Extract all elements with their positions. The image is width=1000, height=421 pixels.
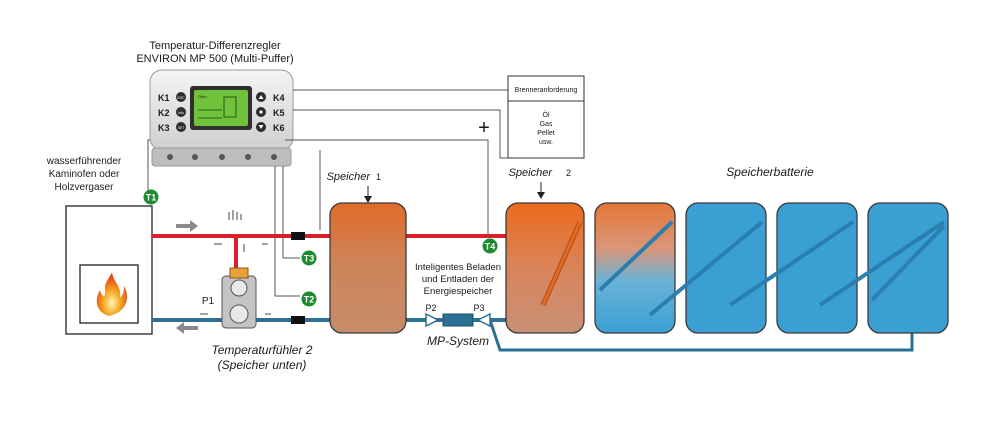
controller-set-button[interactable]: [176, 122, 186, 132]
battery-label: Speicherbatterie: [726, 165, 814, 179]
sensor-t1: T1: [143, 189, 159, 205]
stove-label-3: Holzvergaser: [55, 182, 115, 193]
svg-text:T1: T1: [146, 193, 157, 203]
screen-text: Ofen: [198, 94, 207, 99]
beladen-line-1: Inteligentes Beladen: [415, 262, 501, 273]
key-k5: K5: [273, 108, 285, 118]
arrow-down-icon: [364, 196, 372, 203]
sensor-t2: T2: [301, 291, 317, 307]
key-k4: K4: [273, 93, 285, 103]
controller-info-label: Info: [178, 111, 184, 115]
stove: [65, 205, 153, 335]
arrow-down-icon: [258, 125, 264, 129]
pump-p1-label: P1: [202, 296, 215, 307]
fire-icon: [96, 272, 128, 316]
key-k6: K6: [273, 123, 285, 133]
controller-title-2: ENVIRON MP 500 (Multi-Puffer): [136, 53, 293, 65]
arrow-down-icon: [537, 192, 545, 199]
controller-esc-label: ESC: [177, 96, 185, 100]
sensor-t3: T3: [301, 250, 317, 266]
speicher2-tank: [505, 202, 585, 334]
screw-icon: [219, 154, 225, 160]
plus-sign: +: [478, 117, 490, 139]
fuehler-line-1: Temperaturfühler 2: [212, 343, 313, 357]
svg-text:T3: T3: [304, 254, 315, 264]
mp-pump-assembly: [425, 312, 491, 328]
stove-label-2: Kaminofen oder: [49, 169, 120, 180]
screw-icon: [167, 154, 173, 160]
burner-fuel-oil: Öl: [543, 111, 550, 119]
controller-set-label: SET: [178, 126, 186, 130]
flow-arrow-right-icon: [176, 220, 198, 232]
flow-arrow-left-icon: [176, 322, 198, 334]
beladen-line-2: und Entladen der: [422, 274, 494, 285]
sensor-t4: T4: [482, 238, 498, 254]
speicher2-label: Speicher: [509, 167, 554, 179]
check-valve-icon: [425, 312, 440, 328]
screw-icon: [192, 154, 198, 160]
controller-unit: Ofen ESC Info SET: [149, 69, 294, 167]
key-k3: K3: [158, 123, 170, 133]
connector-cold: [291, 316, 305, 324]
check-valve-icon: [476, 312, 491, 328]
battery-tank-3: [776, 202, 858, 334]
pump-p3-label: P3: [473, 303, 484, 313]
speicher1-number: 1: [376, 172, 381, 182]
speicher1-tank: [329, 202, 407, 334]
burner-fuel-gas: Gas: [540, 121, 553, 128]
battery-tank-4: [867, 202, 949, 334]
svg-text:T4: T4: [485, 242, 496, 252]
pump-p1: [221, 267, 257, 329]
key-k1: K1: [158, 93, 170, 103]
burner-fuel-pellet: Pellet: [537, 130, 555, 137]
pump-p2-label: P2: [425, 303, 436, 313]
screw-icon: [271, 154, 277, 160]
burner-title: Brenneranforderung: [515, 87, 578, 94]
valve-symbols: [200, 210, 271, 315]
burner-fuel-etc: usw.: [539, 139, 553, 146]
dot-icon: [259, 110, 263, 114]
mp-system-label: MP-System: [427, 334, 489, 348]
controller-title-1: Temperatur-Differenzregler: [149, 40, 281, 52]
connector-hot: [291, 232, 305, 240]
controller-esc-button[interactable]: [176, 92, 186, 102]
speicher2-number: 2: [566, 168, 571, 178]
battery-tank-1: [594, 202, 676, 334]
stove-label-1: wasserführender: [46, 156, 122, 167]
beladen-line-3: Energiespeicher: [424, 286, 493, 297]
key-k2: K2: [158, 108, 170, 118]
screen-tank-icon: [223, 96, 237, 118]
svg-text:T2: T2: [304, 295, 315, 305]
arrow-up-icon: [258, 95, 264, 99]
burner-box: [507, 75, 585, 159]
screw-icon: [245, 154, 251, 160]
controller-info-button[interactable]: [176, 107, 186, 117]
battery-tank-2: [685, 202, 767, 334]
fuehler-line-2: (Speicher unten): [218, 358, 307, 372]
speicher1-label: Speicher: [327, 171, 372, 183]
signal-wires: [147, 89, 510, 297]
